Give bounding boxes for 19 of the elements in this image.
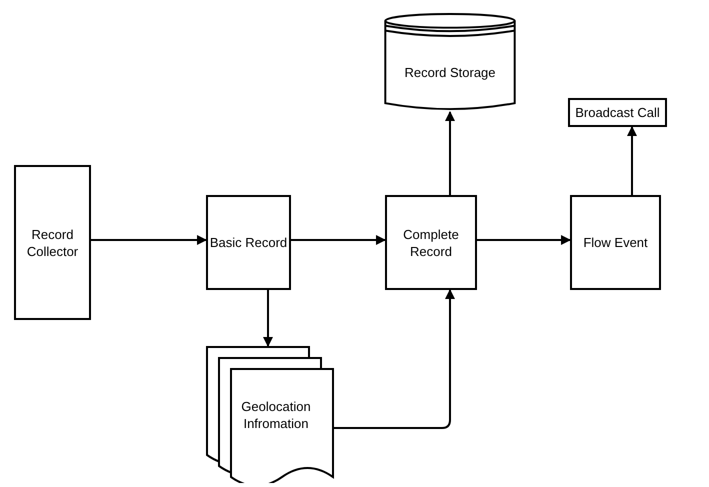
arrow (91, 235, 207, 245)
arrow (263, 290, 273, 347)
process-box (14, 165, 91, 320)
arrow (334, 289, 455, 429)
process-box (568, 98, 667, 127)
arrow (627, 126, 637, 195)
node-label: Flow Event (583, 234, 648, 251)
node-label: Basic Record (210, 234, 288, 251)
node-label: Complete Record (402, 226, 460, 260)
arrow (477, 235, 571, 245)
node-label: Record Collector (26, 226, 80, 260)
arrow (291, 235, 386, 245)
arrow (445, 111, 455, 195)
process-box (570, 195, 661, 290)
process-box (206, 195, 291, 290)
node-label: Geolocation Infromation (240, 398, 312, 432)
node-label: Record Storage (404, 64, 496, 80)
node-label: Broadcast Call (575, 104, 660, 121)
process-box (385, 195, 477, 290)
